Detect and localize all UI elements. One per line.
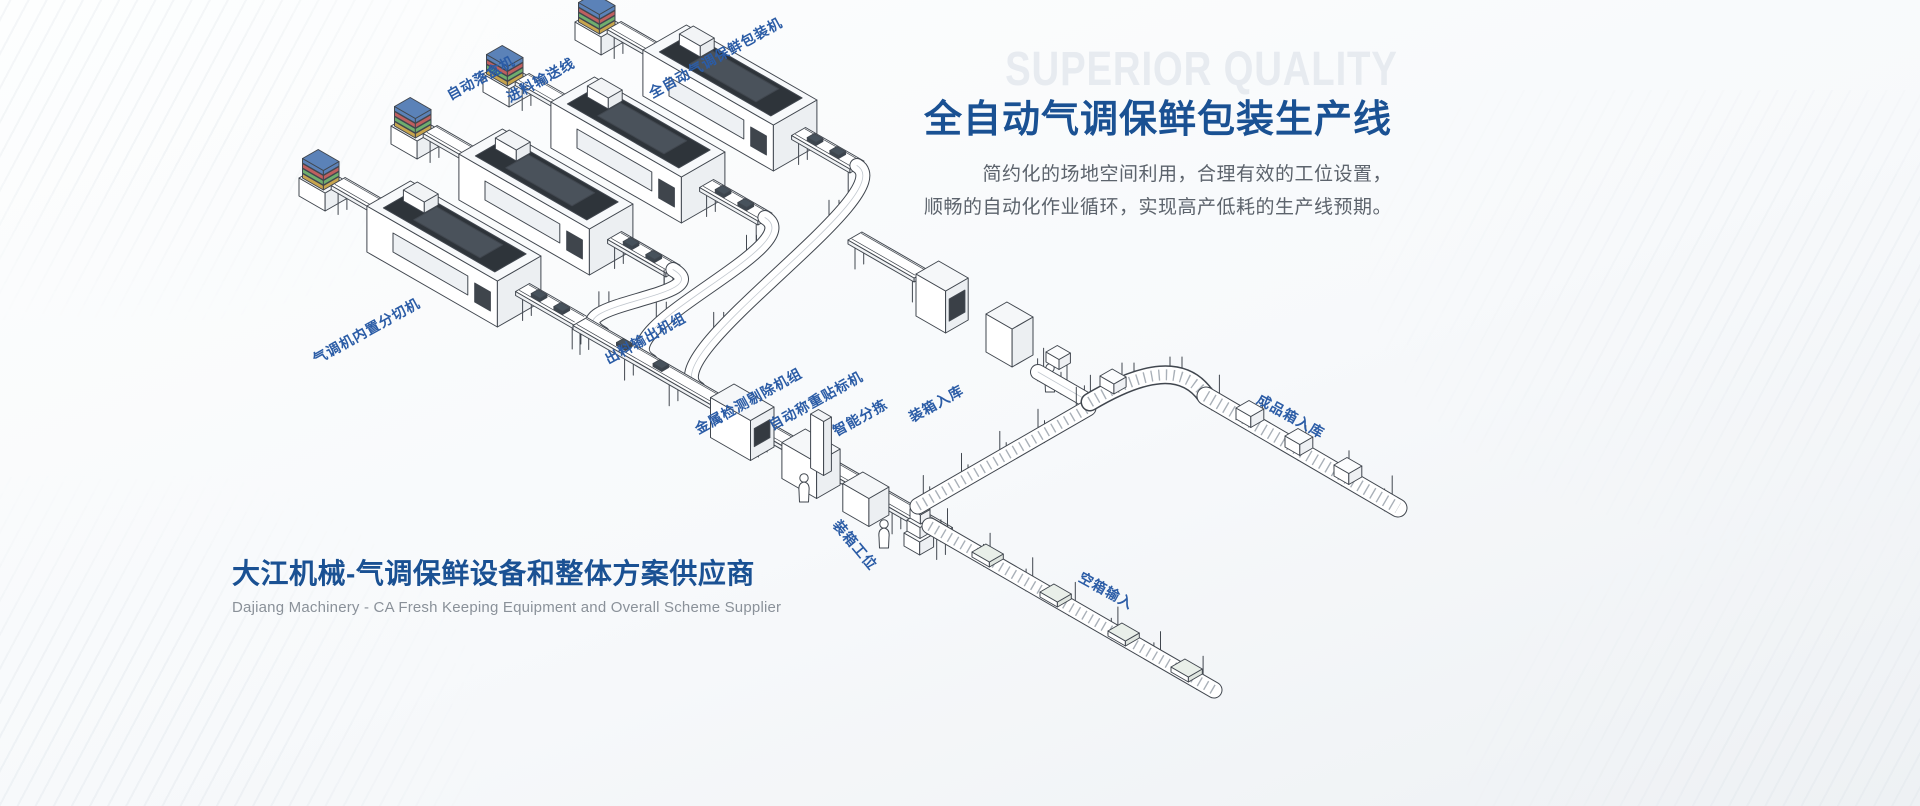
production-line-1 xyxy=(574,0,865,194)
brand-title: 大江机械-气调保鲜设备和整体方案供应商 xyxy=(232,558,755,589)
production-line-4 xyxy=(298,149,589,350)
hero-description-line-2: 顺畅的自动化作业循环，实现高产低耗的生产线预期。 xyxy=(923,196,1392,218)
hero-description-line-1: 简约化的场地空间利用，合理有效的工位设置， xyxy=(982,163,1392,185)
brand-subtitle: Dajiang Machinery - CA Fresh Keeping Equ… xyxy=(232,599,782,616)
empty-box-conveyor xyxy=(921,508,1223,699)
page-title: 全自动气调保鲜包装生产线 xyxy=(923,99,1392,141)
packing-workstation xyxy=(878,503,935,556)
hero-text-block: 全自动气调保鲜包装生产线 简约化的场地空间利用，合理有效的工位设置， 顺畅的自动… xyxy=(924,98,1392,224)
production-line-2 xyxy=(482,45,773,246)
production-line-3 xyxy=(390,97,681,298)
watermark-text: SUPERIOR QUALITY xyxy=(1005,43,1398,96)
brand-text-block: 大江机械-气调保鲜设备和整体方案供应商 Dajiang Machinery - … xyxy=(232,552,781,616)
case-packing-station xyxy=(847,231,1098,410)
finished-goods-conveyor xyxy=(909,356,1408,518)
